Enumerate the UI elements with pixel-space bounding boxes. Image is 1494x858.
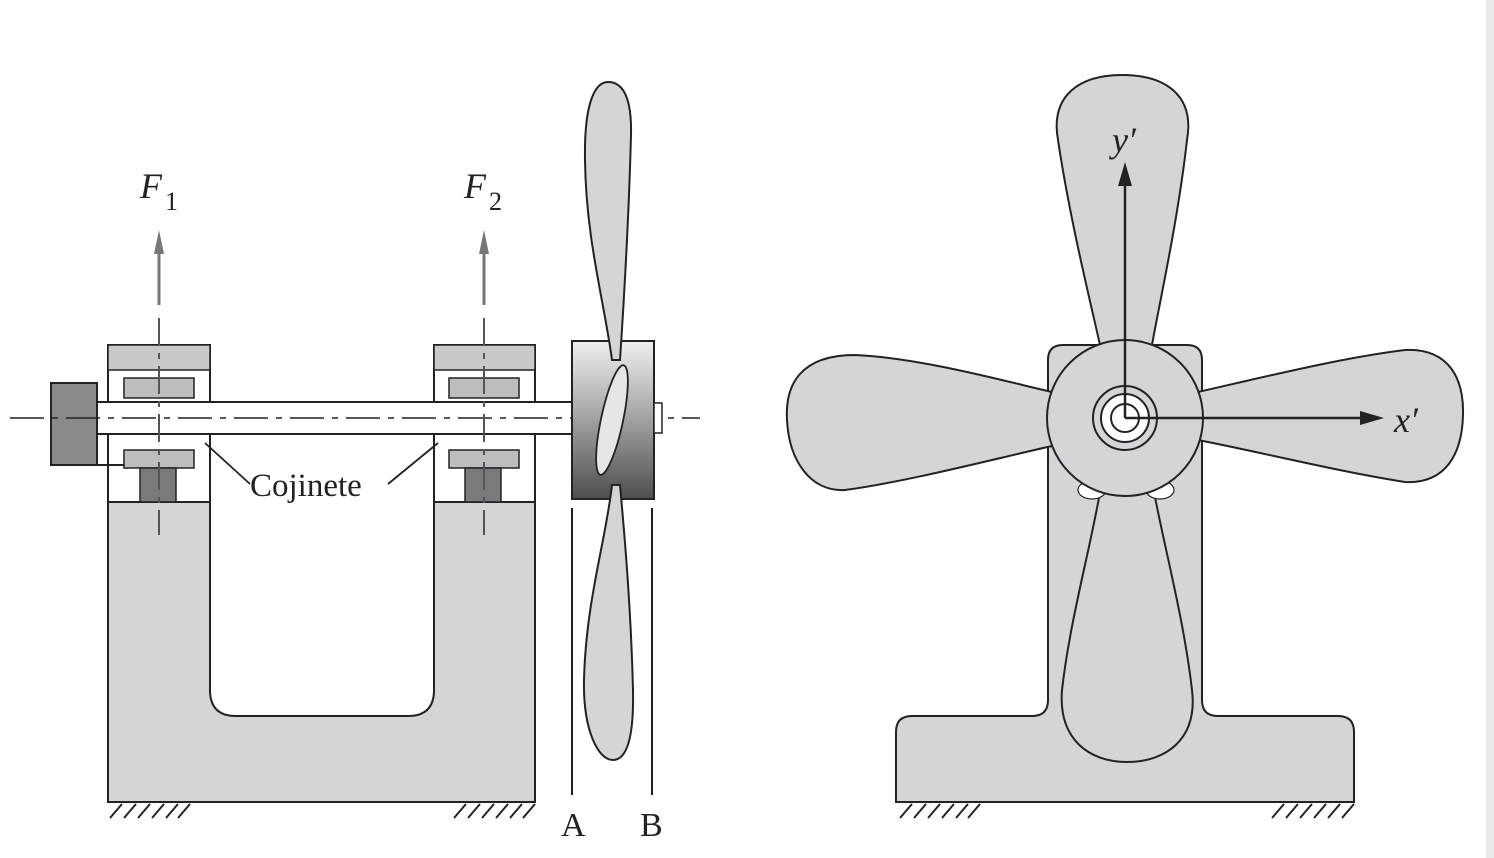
blade-front-top bbox=[1055, 73, 1190, 346]
force-label-f1-sub: 1 bbox=[165, 187, 178, 216]
motor-block bbox=[50, 382, 98, 466]
u-frame bbox=[107, 501, 536, 803]
blade-front-right bbox=[1197, 348, 1465, 484]
front-view: y′ x′ bbox=[785, 73, 1465, 819]
ground-hatch-left bbox=[108, 801, 191, 819]
blade-side-bottom bbox=[582, 484, 635, 762]
ground-hatch-right bbox=[452, 801, 536, 819]
shaft-end-cap bbox=[653, 402, 663, 434]
shaft bbox=[96, 401, 578, 435]
section-label-b: B bbox=[640, 807, 663, 844]
axis-x bbox=[1125, 411, 1384, 425]
force-arrow-f2 bbox=[479, 230, 489, 305]
blade-front-left bbox=[785, 353, 1053, 492]
force-label-f2-sub: 2 bbox=[489, 187, 502, 216]
force-label-f1: F bbox=[139, 166, 163, 206]
blade-side-top bbox=[583, 80, 633, 361]
force-arrow-f1 bbox=[154, 230, 164, 305]
bearing-leader-right bbox=[387, 442, 439, 485]
blade-side-section bbox=[595, 364, 629, 476]
bearing-label: Cojinete bbox=[250, 468, 362, 504]
axis-y-label: y′ bbox=[1109, 120, 1137, 160]
blade-front-bottom bbox=[1060, 491, 1194, 764]
side-view: F 1 F 2 Cojinete A B bbox=[10, 80, 700, 844]
force-label-f2: F bbox=[463, 166, 487, 206]
ground-hatch-front-left bbox=[896, 801, 981, 819]
window-edge-strip bbox=[1486, 0, 1494, 858]
axis-y bbox=[1118, 162, 1132, 418]
section-label-a: A bbox=[561, 807, 586, 844]
bearing-leader-left bbox=[204, 442, 251, 485]
axis-x-label: x′ bbox=[1393, 400, 1419, 440]
ground-hatch-front-right bbox=[1270, 801, 1355, 819]
